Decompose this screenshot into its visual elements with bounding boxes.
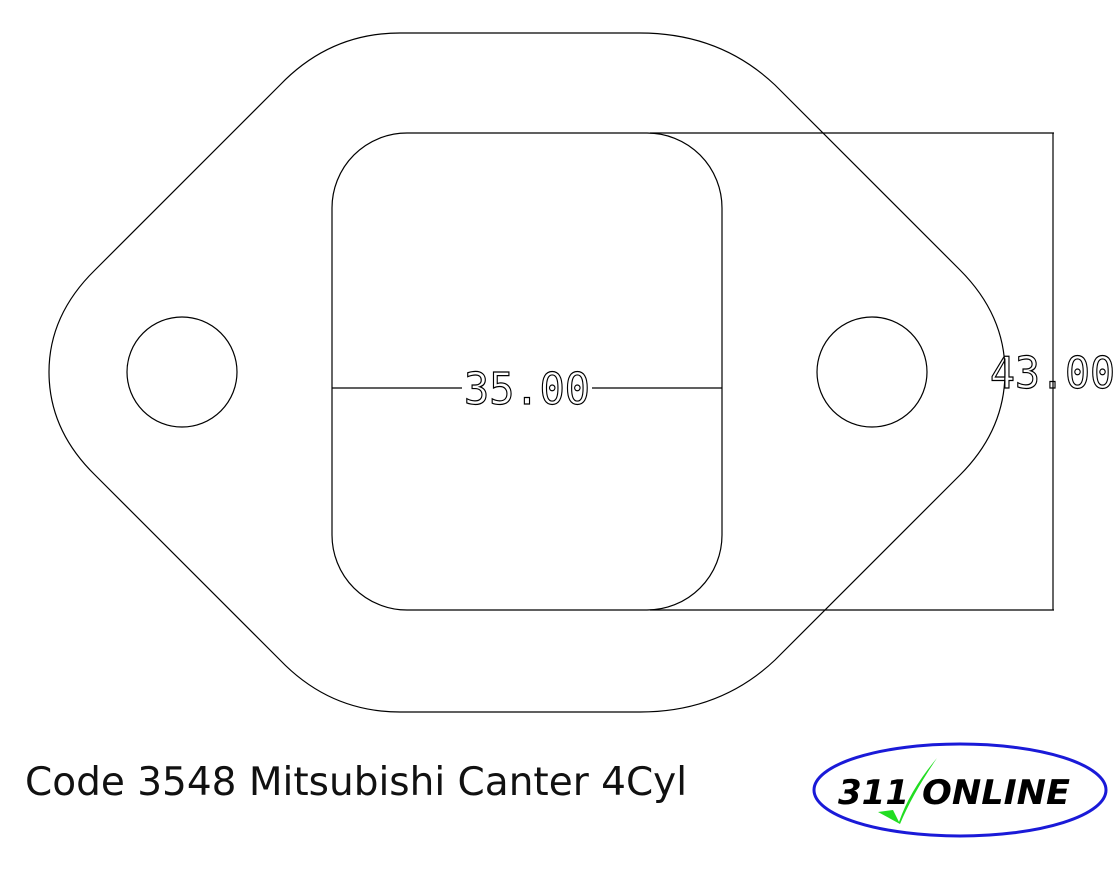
bolt-hole-left [126, 316, 238, 428]
logo-311-online: 311 ONLINE [812, 742, 1108, 838]
height-dimension-label: 43.00 [990, 348, 1115, 399]
logo-text-online: ONLINE [922, 773, 1070, 813]
logo-text-311: 311 [838, 773, 909, 813]
gasket-outline [48, 32, 1006, 713]
bolt-hole-right [816, 316, 928, 428]
part-caption: Code 3548 Mitsubishi Canter 4Cyl [25, 760, 688, 805]
port-opening [331, 132, 723, 611]
width-dimension-label: 35.00 [464, 364, 590, 415]
